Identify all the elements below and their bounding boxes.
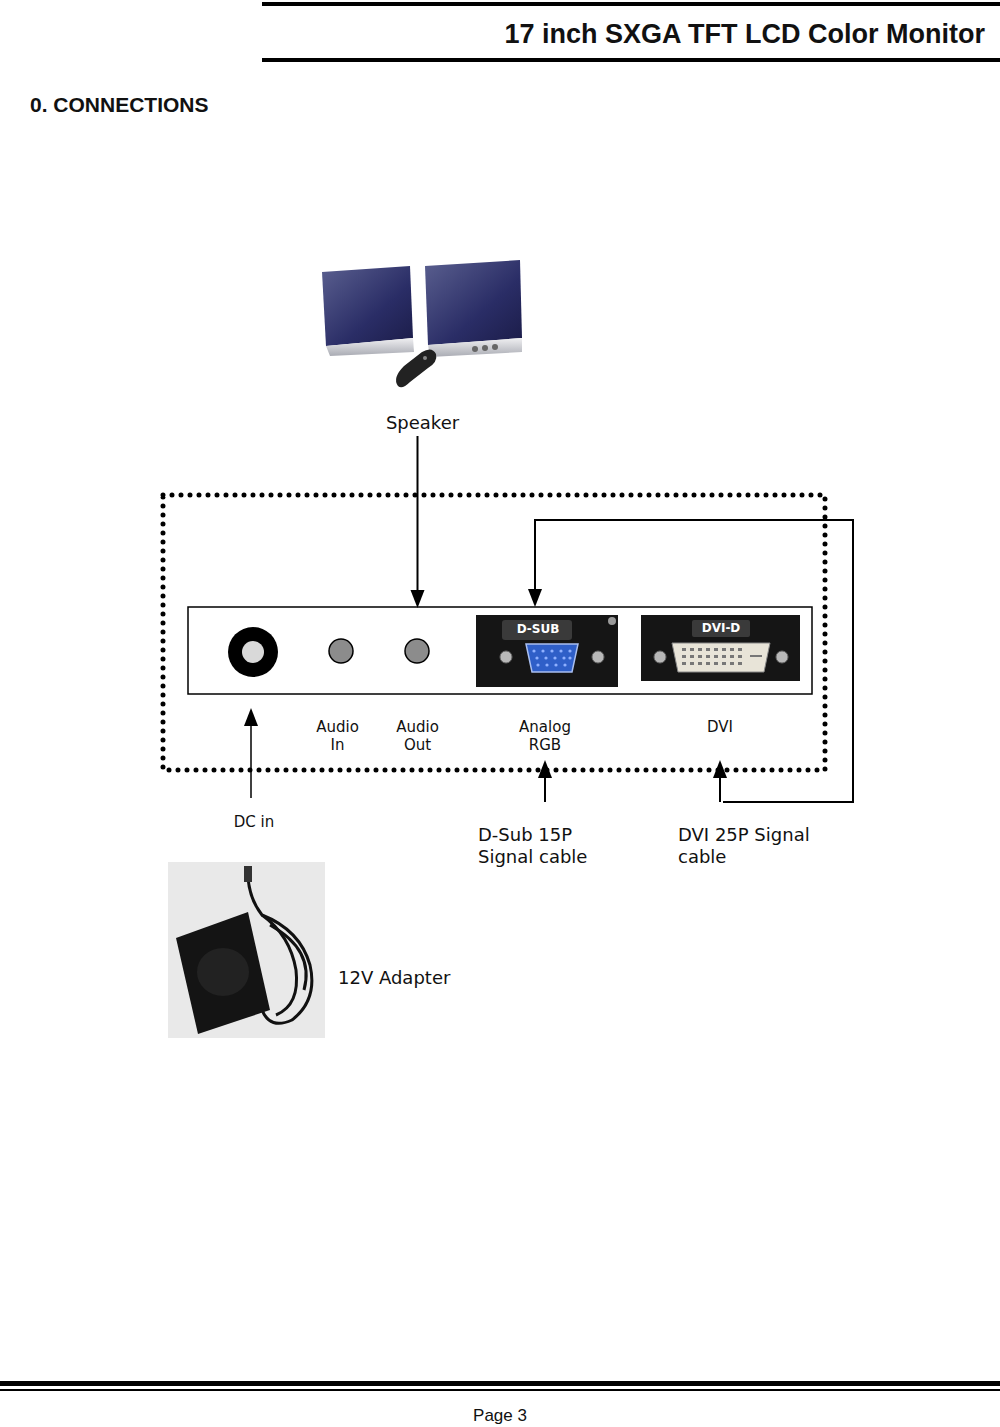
node-label: Analog RGB — [505, 718, 585, 754]
dvi-connector — [641, 615, 800, 681]
signal-connector — [713, 760, 727, 802]
speaker-unit: Speaker — [320, 258, 525, 436]
node-label: D-SUB — [503, 622, 573, 636]
footer-rule — [0, 1389, 1000, 1391]
node-label: 12V Adapter — [338, 967, 466, 989]
leader-arrow — [250, 724, 252, 798]
connector-line — [417, 436, 419, 590]
cable-line — [535, 520, 853, 802]
arrowhead — [528, 589, 542, 607]
audio-out-jack: Audio Out — [385, 608, 450, 760]
signal-connector — [411, 436, 425, 608]
connector-line — [544, 778, 546, 802]
adapter-picture — [168, 862, 325, 1038]
arrowhead — [411, 590, 425, 608]
audio-in-jack: Audio In — [305, 608, 370, 760]
dsub-cable: D-Sub 15P Signal cable — [470, 802, 652, 876]
header-rule — [262, 2, 1000, 6]
speaker-picture — [322, 260, 522, 387]
connector-line — [719, 778, 721, 802]
dvi-port: DVI-D DVI — [638, 608, 802, 760]
arrowhead — [538, 760, 552, 778]
node-label: Speaker — [365, 412, 480, 434]
node-label: DVI-D — [693, 621, 749, 635]
footer-rule — [0, 1381, 1000, 1386]
dotted-outline — [163, 495, 825, 770]
node-label: Audio Out — [388, 718, 447, 754]
node-label: Audio In — [310, 718, 365, 754]
audio-jack — [329, 639, 353, 663]
dc-jack — [228, 627, 278, 677]
section-title: 0. CONNECTIONS — [30, 92, 209, 117]
node-label: DC in — [222, 813, 286, 831]
header-title: 17 inch SXGA TFT LCD Color Monitor — [420, 18, 985, 50]
signal-connector — [538, 760, 552, 802]
audio-jack — [405, 639, 429, 663]
arrowhead — [244, 708, 258, 726]
dvi-cable: DVI 25P Signal cable — [672, 802, 860, 876]
dsub-connector — [476, 615, 618, 687]
node-label: DVI 25P Signal cable — [678, 824, 818, 867]
dc-jack — [242, 641, 264, 663]
arrowhead — [713, 760, 727, 778]
power-adapter: 12V Adapter — [168, 862, 468, 1038]
back-panel — [188, 607, 812, 694]
dsub-port: D-SUB Analog RGB — [470, 608, 620, 760]
page-number: Page 3 — [420, 1406, 580, 1426]
dc-in-label: DC in — [222, 810, 288, 836]
node-label: D-Sub 15P Signal cable — [478, 824, 618, 867]
header-rule — [262, 58, 1000, 62]
node-label: DVI — [690, 718, 750, 736]
